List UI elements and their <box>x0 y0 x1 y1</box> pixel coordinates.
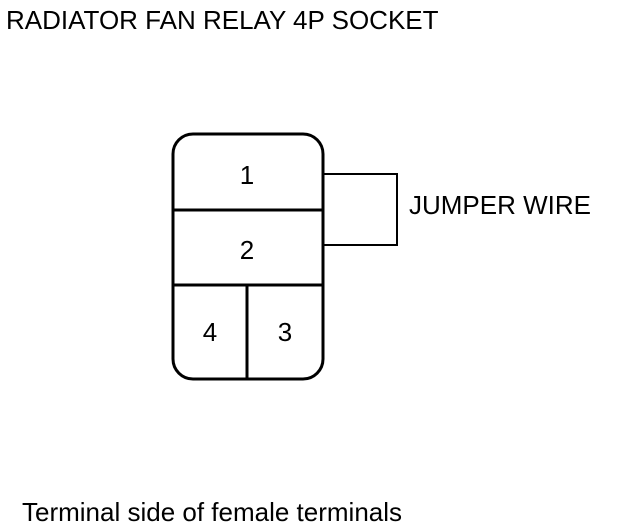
terminal-3-label: 3 <box>278 317 292 347</box>
terminal-2-label: 2 <box>240 235 254 265</box>
diagram-title: RADIATOR FAN RELAY 4P SOCKET <box>6 5 439 35</box>
diagram-caption: Terminal side of female terminals <box>22 497 403 527</box>
terminal-1-label: 1 <box>240 160 254 190</box>
jumper-wire-label: JUMPER WIRE <box>409 190 591 220</box>
terminal-4-label: 4 <box>203 317 217 347</box>
jumper-wire <box>323 173 398 246</box>
